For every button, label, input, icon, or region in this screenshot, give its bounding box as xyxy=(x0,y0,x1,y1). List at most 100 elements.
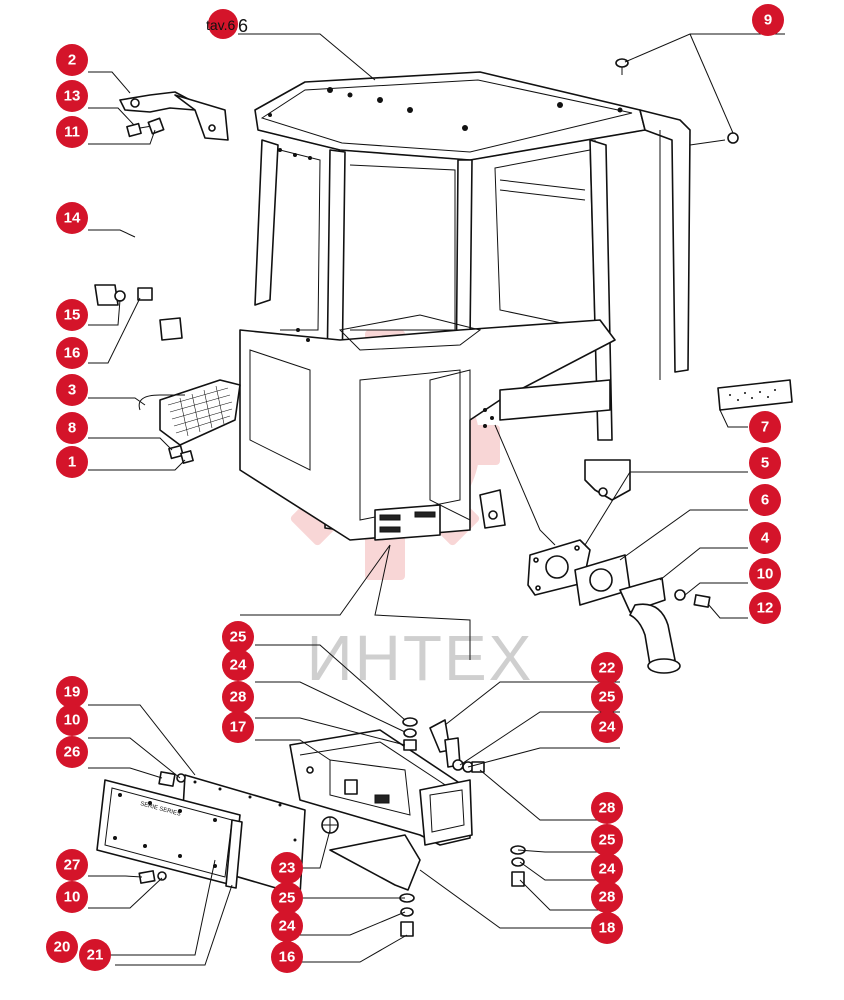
svg-text:1: 1 xyxy=(68,454,76,471)
svg-text:12: 12 xyxy=(757,600,774,617)
callout-28-a: 28 xyxy=(222,681,254,713)
part-1-nut xyxy=(180,450,194,464)
svg-text:28: 28 xyxy=(599,800,616,817)
svg-text:14: 14 xyxy=(64,210,81,227)
svg-text:5: 5 xyxy=(761,455,769,472)
svg-text:24: 24 xyxy=(230,657,247,674)
svg-text:3: 3 xyxy=(68,382,76,399)
svg-text:27: 27 xyxy=(64,857,81,874)
svg-text:24: 24 xyxy=(599,861,616,878)
svg-text:23: 23 xyxy=(279,860,296,877)
page-label: tav.6 6 xyxy=(206,9,248,39)
callout-10-a: 10 xyxy=(749,558,781,590)
svg-text:22: 22 xyxy=(599,660,616,677)
svg-text:15: 15 xyxy=(64,307,81,324)
svg-text:4: 4 xyxy=(761,530,770,547)
callout-4: 4 xyxy=(749,522,781,554)
callout-13: 13 xyxy=(56,80,88,112)
svg-text:20: 20 xyxy=(54,939,71,956)
callout-25-d: 25 xyxy=(271,882,303,914)
callout-20: 20 xyxy=(46,931,78,963)
callout-24-a: 24 xyxy=(222,649,254,681)
svg-text:10: 10 xyxy=(64,889,81,906)
svg-text:19: 19 xyxy=(64,684,81,701)
part-27-bolt xyxy=(138,870,167,884)
callout-6: 6 xyxy=(749,484,781,516)
callout-26: 26 xyxy=(56,736,88,768)
part-17-box xyxy=(289,729,473,846)
part-9-screws xyxy=(615,58,739,144)
part-25-24-28-bolt-right xyxy=(510,845,526,887)
callout-18: 18 xyxy=(591,912,623,944)
page-label-suffix: 6 xyxy=(238,16,248,36)
part-3-step xyxy=(138,379,241,446)
part-11-nut xyxy=(147,117,165,135)
svg-text:28: 28 xyxy=(599,889,616,906)
svg-text:9: 9 xyxy=(764,12,772,29)
callout-8: 8 xyxy=(56,412,88,444)
svg-text:17: 17 xyxy=(230,719,247,736)
callout-3: 3 xyxy=(56,374,88,406)
callout-21: 21 xyxy=(79,939,111,971)
callout-9: 9 xyxy=(752,4,784,36)
callout-25-c: 25 xyxy=(591,824,623,856)
svg-text:25: 25 xyxy=(599,832,616,849)
part-16-bolt xyxy=(137,287,153,301)
svg-text:10: 10 xyxy=(757,566,774,583)
part-13-bolt xyxy=(126,122,153,138)
callout-24-c: 24 xyxy=(591,853,623,885)
svg-text:25: 25 xyxy=(279,890,296,907)
callout-10-c: 10 xyxy=(56,881,88,913)
callout-24-d: 24 xyxy=(271,910,303,942)
svg-text:13: 13 xyxy=(64,88,81,105)
svg-text:2: 2 xyxy=(68,52,76,69)
svg-text:28: 28 xyxy=(230,689,247,706)
leader-lines xyxy=(88,33,785,966)
part-10-washer-a xyxy=(674,589,686,601)
svg-text:24: 24 xyxy=(599,719,616,736)
callout-2: 2 xyxy=(56,44,88,76)
part-23-knob xyxy=(321,816,339,834)
svg-text:6: 6 xyxy=(761,492,769,509)
svg-text:16: 16 xyxy=(64,345,81,362)
part-20-21-cover-plate: SERIE SERIES xyxy=(96,779,243,889)
part-12-bolt-a xyxy=(693,594,711,608)
svg-text:7: 7 xyxy=(761,419,769,436)
part-5-flange xyxy=(527,539,591,596)
callout-12: 12 xyxy=(749,592,781,624)
svg-text:26: 26 xyxy=(64,744,81,761)
part-2-bracket xyxy=(119,91,229,141)
callout-23: 23 xyxy=(271,852,303,884)
svg-text:25: 25 xyxy=(599,689,616,706)
callout-16-b: 16 xyxy=(271,941,303,973)
part-14-handle xyxy=(94,234,212,341)
callout-5: 5 xyxy=(749,447,781,479)
part-15-washer xyxy=(114,290,126,302)
svg-text:8: 8 xyxy=(68,420,76,437)
callout-24-b: 24 xyxy=(591,711,623,743)
callout-19: 19 xyxy=(56,676,88,708)
page-label-text: tav.6 xyxy=(206,17,236,33)
callout-10-b: 10 xyxy=(56,704,88,736)
callout-28-b: 28 xyxy=(591,792,623,824)
watermark-text: ИНТЕХ xyxy=(307,622,534,694)
part-7-pad xyxy=(717,379,793,411)
part-26-bolt xyxy=(158,771,186,787)
callout-22: 22 xyxy=(591,652,623,684)
callout-7: 7 xyxy=(749,411,781,443)
part-8-bolt xyxy=(168,444,184,460)
part-25-24-16-bolt-lower xyxy=(399,893,415,937)
part-fastener-right-upper xyxy=(452,759,485,773)
part-4-elbow xyxy=(619,577,681,674)
svg-text:21: 21 xyxy=(87,947,104,964)
svg-text:10: 10 xyxy=(64,712,81,729)
callout-27: 27 xyxy=(56,849,88,881)
svg-text:25: 25 xyxy=(230,629,247,646)
svg-text:18: 18 xyxy=(599,920,616,937)
callout-11: 11 xyxy=(56,116,88,148)
cab-assembly xyxy=(239,71,691,541)
callout-1: 1 xyxy=(56,446,88,478)
callout-17: 17 xyxy=(222,711,254,743)
svg-text:24: 24 xyxy=(279,918,296,935)
